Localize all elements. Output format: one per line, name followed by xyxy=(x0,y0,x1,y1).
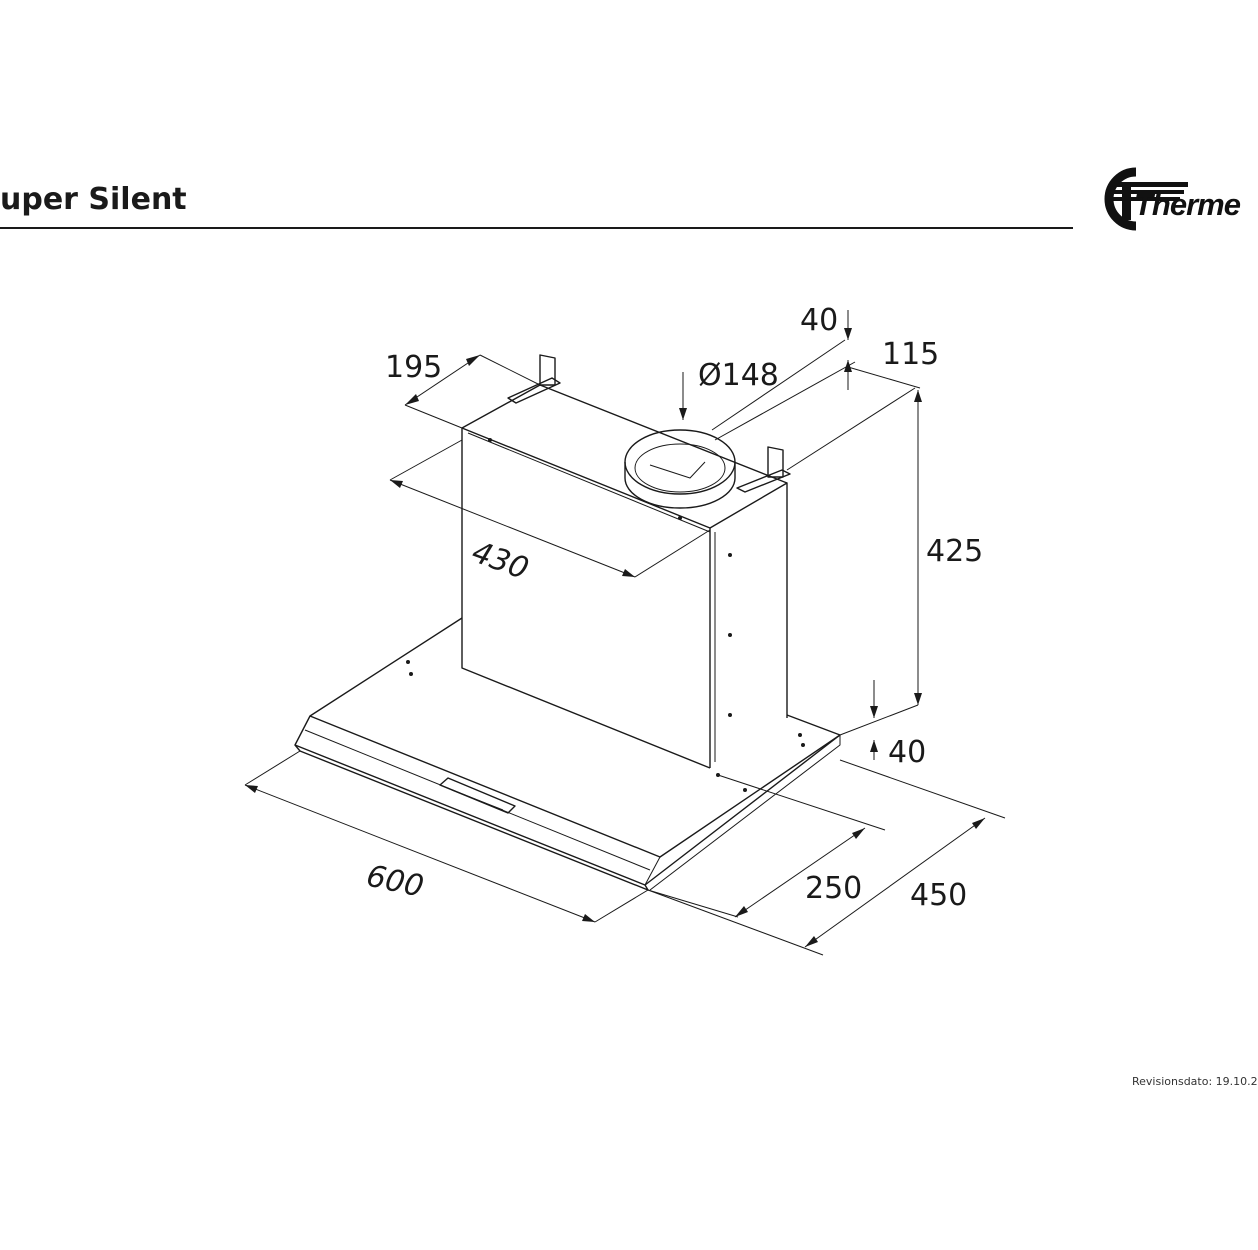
left-bracket xyxy=(507,377,561,404)
left-bracket-tab xyxy=(539,354,556,386)
right-bracket-tab xyxy=(767,446,784,478)
canopy-lip xyxy=(294,744,649,891)
control-panel xyxy=(439,777,516,814)
arrowheads xyxy=(245,328,985,947)
duct-ring-body xyxy=(624,462,736,509)
screw-holes xyxy=(406,438,805,792)
dim-duct-diameter: Ø148 xyxy=(698,358,779,393)
dim-250: 250 xyxy=(805,871,862,906)
dim-430: 430 xyxy=(467,535,533,587)
right-bracket xyxy=(736,469,791,493)
dimension-lines xyxy=(244,310,1006,956)
dim-425: 425 xyxy=(926,534,983,569)
logo-mark-icon xyxy=(1104,167,1188,231)
page-title: uper Silent xyxy=(0,182,187,217)
dim-40-bottom: 40 xyxy=(888,735,926,770)
logo-text: Therme xyxy=(1134,187,1241,222)
revision-date: Revisionsdato: 19.10.2 xyxy=(1132,1075,1258,1088)
dim-115: 115 xyxy=(882,337,939,372)
dim-195: 195 xyxy=(385,350,442,385)
chimney-front-left-edge xyxy=(461,428,711,769)
chimney-side-face xyxy=(709,482,788,718)
duct-ring-top xyxy=(624,429,736,495)
dim-40-top: 40 xyxy=(800,303,838,338)
chimney-front-face xyxy=(461,427,711,768)
dim-450: 450 xyxy=(910,878,967,913)
header-divider xyxy=(0,227,1073,229)
hood-outline xyxy=(294,354,841,891)
canopy-top xyxy=(294,617,841,886)
dim-600: 600 xyxy=(363,859,426,905)
brand-logo: Therme xyxy=(1088,160,1250,240)
